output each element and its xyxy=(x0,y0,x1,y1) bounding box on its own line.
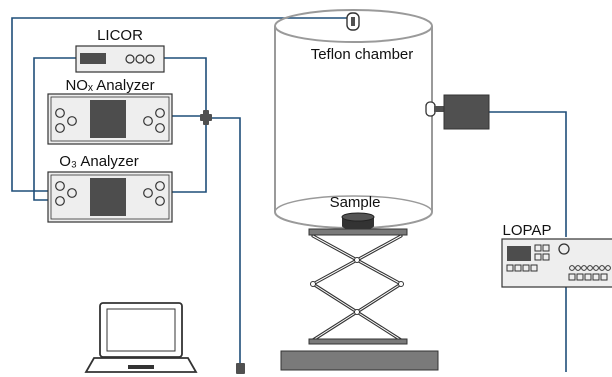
licor-knob xyxy=(125,54,135,64)
manifold-connector xyxy=(200,110,212,125)
laptop xyxy=(84,302,198,373)
chamber-top-ellipse xyxy=(274,9,433,43)
o3-analyzer-device xyxy=(47,171,173,223)
sampling-unit-box xyxy=(443,94,490,130)
tube-chamber-to-lopap xyxy=(489,111,567,237)
nox-display xyxy=(90,100,126,138)
lift-bottom-plate xyxy=(308,338,408,345)
tube-licor-left xyxy=(33,57,76,201)
licor-knob xyxy=(145,54,155,64)
lift-base xyxy=(280,350,439,371)
chamber-top-port xyxy=(346,12,360,31)
scissor-lift xyxy=(280,228,439,371)
lopap-knob xyxy=(558,243,570,255)
o3-display xyxy=(90,178,126,216)
lopap-device xyxy=(501,238,612,288)
tube-licor-right xyxy=(164,57,207,115)
o3-analyzer-label: O₃ Analyzer xyxy=(59,153,138,170)
licor-label: LICOR xyxy=(97,27,143,44)
laptop-tube-connector xyxy=(236,363,245,374)
sample-dish xyxy=(341,212,375,230)
nox-analyzer-device xyxy=(47,93,173,145)
tube-o3-to-manifold xyxy=(171,121,207,193)
sample-label: Sample xyxy=(330,194,381,211)
laptop-screen xyxy=(106,308,176,352)
tube-manifold-to-laptop xyxy=(212,117,241,368)
teflon-chamber-label: Teflon chamber xyxy=(311,46,414,63)
lift-top-plate xyxy=(308,228,408,236)
nox-analyzer-label: NOₓ Analyzer xyxy=(65,77,154,94)
tubing-network xyxy=(11,17,567,372)
tube-chamber-top-to-o3 xyxy=(11,17,352,192)
lopap-display xyxy=(507,246,531,261)
chamber-side-port xyxy=(425,101,444,117)
lopap-label: LOPAP xyxy=(503,222,552,239)
licor-knob xyxy=(135,54,145,64)
licor-device xyxy=(75,45,165,73)
licor-display xyxy=(80,53,106,64)
